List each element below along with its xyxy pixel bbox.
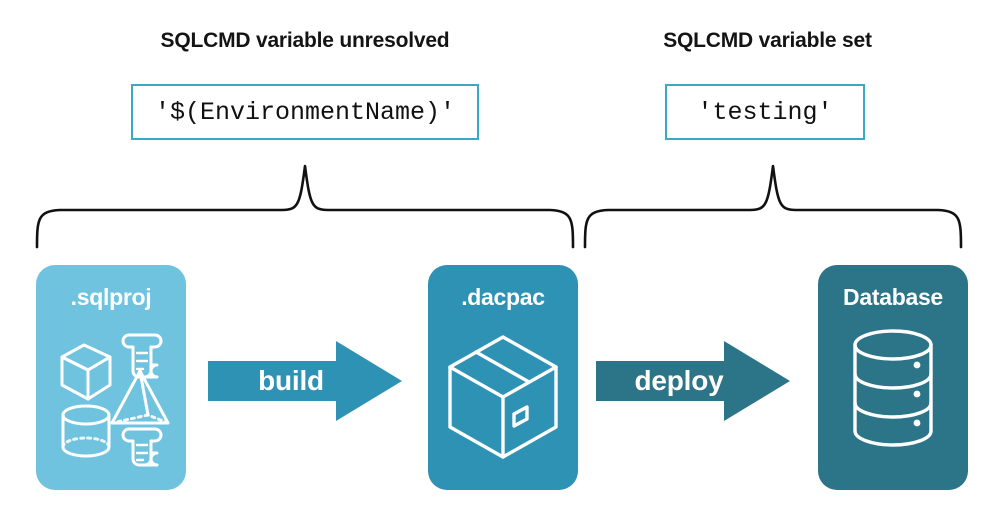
arrow-build: build xyxy=(208,341,402,421)
stage-card-database: Database xyxy=(818,265,968,490)
pyramid-icon xyxy=(110,369,170,425)
stage-card-dacpac-label: .dacpac xyxy=(461,284,545,310)
database-cylinder-icon xyxy=(853,329,933,447)
cube-icon xyxy=(60,343,112,401)
arrow-deploy: deploy xyxy=(596,341,790,421)
stage-card-sqlproj-label: .sqlproj xyxy=(70,284,152,310)
package-box-icon xyxy=(448,335,558,459)
arrow-deploy-shape xyxy=(596,341,790,421)
stage-card-dacpac: .dacpac xyxy=(428,265,578,490)
group-heading-set: SQLCMD variable set xyxy=(663,29,872,52)
cylinder-icon xyxy=(61,404,111,458)
brace-unresolved-group xyxy=(35,164,575,249)
sqlproj-icon-cluster-svg xyxy=(60,333,170,467)
scroll-icon xyxy=(121,427,163,467)
stage-card-sqlproj: .sqlproj xyxy=(36,265,186,490)
variable-value-box-unresolved: '$(EnvironmentName)' xyxy=(131,84,479,140)
arrow-build-shape xyxy=(208,341,402,421)
database-icon-wrap xyxy=(818,323,968,468)
scroll-icon xyxy=(121,333,163,379)
variable-value-box-set: 'testing' xyxy=(665,84,865,140)
dacpac-icon-wrap xyxy=(428,315,578,475)
group-heading-unresolved: SQLCMD variable unresolved xyxy=(160,29,450,52)
brace-set-group xyxy=(583,164,963,249)
stage-card-database-label: Database xyxy=(843,284,943,310)
sqlproj-icon-cluster xyxy=(36,317,186,472)
